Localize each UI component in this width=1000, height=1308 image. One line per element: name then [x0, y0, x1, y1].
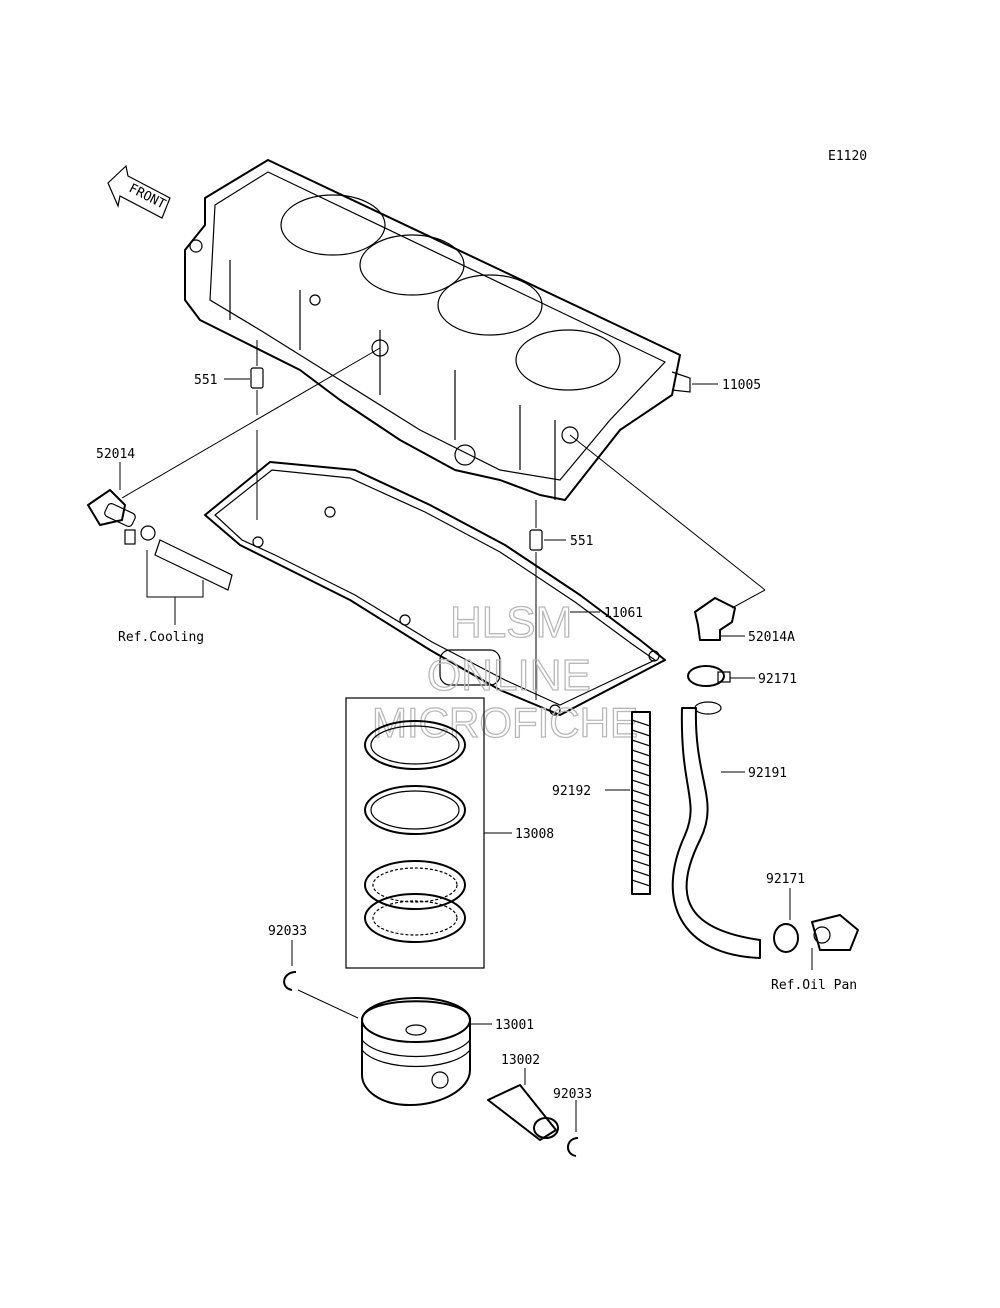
piston-13001[interactable]: 13001: [361, 997, 534, 1106]
circlip-92033-right[interactable]: 92033: [553, 1087, 592, 1157]
label-92033-left: 92033: [268, 924, 307, 939]
cooling-hose-ref: Ref.Cooling: [118, 525, 233, 645]
label-13001: 13001: [495, 1018, 534, 1033]
label-11005: 11005: [722, 378, 761, 393]
label-52014: 52014: [96, 447, 135, 462]
diagram-code: E1120: [828, 149, 867, 164]
front-arrow-icon: FRONT: [107, 164, 171, 219]
label-11061: 11061: [604, 606, 643, 621]
cylinder-block[interactable]: [184, 159, 691, 501]
piston-pin-13002[interactable]: 13002: [487, 1053, 559, 1141]
clamp-92171-lower[interactable]: 92171: [766, 872, 805, 953]
piston-ring-set[interactable]: 13008: [345, 697, 554, 969]
ref-oil-pan: Ref.Oil Pan: [771, 978, 857, 993]
label-92033-right: 92033: [553, 1087, 592, 1102]
svg-text:MICROFICHE: MICROFICHE: [372, 699, 638, 746]
label-92191: 92191: [748, 766, 787, 781]
label-551-lower: 551: [570, 534, 593, 549]
head-gasket[interactable]: 11061: [204, 461, 666, 716]
label-92192: 92192: [552, 784, 591, 799]
stud-92192[interactable]: 92192: [552, 711, 651, 895]
circlip-92033-left[interactable]: 92033: [268, 924, 307, 991]
label-13002: 13002: [501, 1053, 540, 1068]
fitting-52014[interactable]: 52014: [87, 447, 137, 528]
oil-pan-fitting-ref: Ref.Oil Pan: [771, 914, 859, 993]
fitting-52014A[interactable]: 52014A: [694, 597, 795, 645]
ref-cooling: Ref.Cooling: [118, 630, 204, 645]
oil-hose-92191[interactable]: 92191: [671, 701, 787, 959]
clamp-92171-upper[interactable]: 92171: [687, 665, 797, 687]
label-13008: 13008: [515, 827, 554, 842]
label-551-upper: 551: [194, 373, 217, 388]
dowel-pin-upper[interactable]: 551: [194, 340, 264, 415]
svg-text:ONLINE: ONLINE: [427, 651, 591, 700]
label-92171-lower: 92171: [766, 872, 805, 887]
label-92171-upper: 92171: [758, 672, 797, 687]
svg-text:HLSM: HLSM: [450, 598, 572, 647]
watermark: HLSM ONLINE MICROFICHE: [371, 597, 638, 746]
label-52014A: 52014A: [748, 630, 795, 645]
